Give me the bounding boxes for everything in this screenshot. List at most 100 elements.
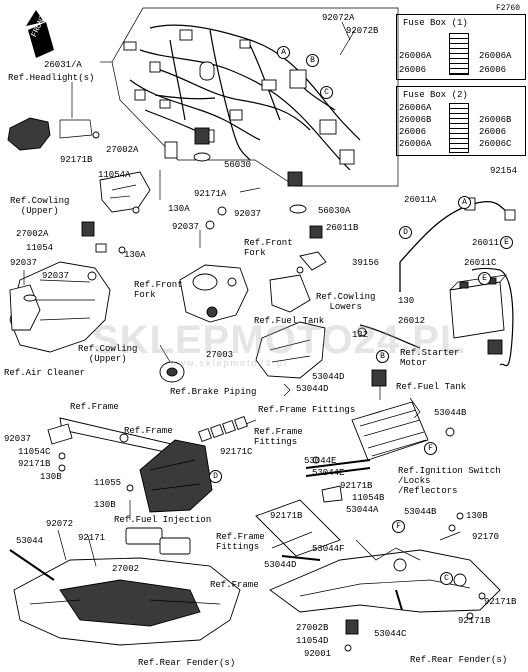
- label-11054-1: 11054: [26, 243, 54, 253]
- label-27003: 27003: [206, 350, 234, 360]
- label-92171: 92171: [78, 533, 106, 543]
- callout-f-2: F: [392, 520, 405, 533]
- label-53044D-3: 53044D: [264, 560, 297, 570]
- label-ref-cowling-upper-1: Ref.Cowling (Upper): [10, 196, 70, 216]
- fuse-box-2-left-1: 26006B: [399, 115, 432, 125]
- harness-connectors: [123, 29, 355, 165]
- label-92001: 92001: [304, 649, 332, 659]
- callout-b-2: B: [376, 350, 389, 363]
- label-ref-fuel-injection: Ref.Fuel Injection: [114, 515, 212, 525]
- label-53044: 53044: [16, 536, 44, 546]
- label-27002A-1: 27002A: [106, 145, 139, 155]
- label-92072B: 92072B: [346, 26, 379, 36]
- fuse-box-2-left-3: 26006A: [399, 139, 432, 149]
- connector-chain: [198, 416, 248, 442]
- front-fork-bracket: [179, 264, 249, 323]
- label-26011: 26011: [472, 238, 500, 248]
- label-92072A: 92072A: [322, 13, 355, 23]
- label-92171B-2: 92171B: [18, 459, 51, 469]
- label-92170: 92170: [472, 532, 500, 542]
- fuse-box-2-title: Fuse Box (2): [403, 90, 468, 100]
- label-130A-1: 130A: [168, 204, 190, 214]
- label-ref-starter-motor: Ref.Starter Motor: [400, 348, 460, 368]
- label-26012: 26012: [398, 316, 426, 326]
- label-ref-fuel-tank-1: Ref.Fuel Tank: [254, 316, 325, 326]
- label-ref-fuel-tank-2: Ref.Fuel Tank: [396, 382, 467, 392]
- label-132: 132: [352, 330, 369, 340]
- part-27002A-top: [164, 141, 178, 159]
- label-ref-rear-fender-1: Ref.Rear Fender(s): [138, 658, 236, 668]
- fuse-box-1-right-1: 26006: [479, 65, 507, 75]
- label-ref-air-cleaner: Ref.Air Cleaner: [4, 368, 86, 378]
- frame-fittings-rails: [351, 401, 429, 461]
- label-ref-cowling-upper-2: Ref.Cowling (Upper): [78, 344, 138, 364]
- label-92037-4: 92037: [42, 271, 70, 281]
- label-92171B-5: 92171B: [484, 597, 517, 607]
- callout-b: B: [306, 54, 319, 67]
- label-92037-1: 92037: [234, 209, 262, 219]
- label-56030: 56030: [224, 160, 252, 170]
- callout-e: E: [500, 236, 513, 249]
- watermark: SKLEPMOTO24.PL: [92, 318, 466, 362]
- fuse-box-2: Fuse Box (2) 26006A 26006B 26006 26006A …: [396, 86, 526, 156]
- label-11054D: 11054D: [296, 636, 329, 646]
- label-92171B-3: 92171B: [340, 481, 373, 491]
- label-26011A: 26011A: [404, 195, 437, 205]
- label-ref-front-fork-2: Ref.Front Fork: [134, 280, 183, 300]
- label-39156: 39156: [352, 258, 380, 268]
- fuse-box-2-right-1: 26006: [479, 127, 507, 137]
- label-53044E-2: 53044E: [312, 468, 345, 478]
- ecu-bracket: [139, 439, 213, 513]
- label-ref-front-fork-1: Ref.Front Fork: [244, 238, 293, 258]
- rear-frame: [269, 539, 501, 613]
- label-11054C: 11054C: [18, 447, 51, 457]
- rear-fender-tray: [13, 557, 241, 646]
- label-ref-frame-2: Ref.Frame: [124, 426, 173, 436]
- fuse-box-1-left-0: 26006A: [399, 51, 432, 61]
- label-92171B-4: 92171B: [270, 511, 303, 521]
- label-53044D-1: 53044D: [312, 372, 345, 382]
- label-92171C: 92171C: [220, 447, 253, 457]
- label-26011C: 26011C: [464, 258, 497, 268]
- label-92171B-6: 92171B: [458, 616, 491, 626]
- label-53044E-1: 53044E: [304, 456, 337, 466]
- label-92171B-1: 92171B: [60, 155, 93, 165]
- label-92171A: 92171A: [194, 189, 227, 199]
- callout-d: D: [399, 226, 412, 239]
- label-53044B-2: 53044B: [404, 507, 437, 517]
- label-53044C: 53044C: [374, 629, 407, 639]
- part-26011B: [309, 225, 323, 239]
- fuse-box-1: Fuse Box (1) 26006A 26006 26006A 26006: [396, 14, 526, 80]
- label-53044F: 53044F: [312, 544, 345, 554]
- relay-56030: [194, 127, 210, 145]
- front-arrow-icon: [26, 10, 54, 58]
- fuse-box-2-left-0: 26006A: [399, 103, 432, 113]
- label-ref-frame-fittings-3: Ref.Frame Fittings: [216, 532, 265, 552]
- protector-sheet: [255, 499, 341, 557]
- fuse-box-2-right-2: 26006C: [479, 139, 512, 149]
- label-130B-1: 130B: [40, 472, 62, 482]
- watermark-url: www.sklepmoto24.pl: [170, 358, 289, 368]
- air-cleaner-cover: [9, 261, 111, 353]
- figure-code: F2760: [496, 4, 521, 13]
- fuel-tank-bracket: [255, 321, 326, 379]
- label-53044B-1: 53044B: [434, 408, 467, 418]
- callout-c-2: C: [440, 572, 453, 585]
- label-ref-cowling-lowers: Ref.Cowling Lowers: [316, 292, 376, 312]
- label-53044A: 53044A: [346, 505, 379, 515]
- label-130A-2: 130A: [124, 250, 146, 260]
- headlight-bracket: [7, 117, 100, 151]
- label-26011B: 26011B: [326, 223, 359, 233]
- label-92037-3: 92037: [10, 258, 38, 268]
- label-27002: 27002: [112, 564, 140, 574]
- callout-e-2: E: [478, 272, 491, 285]
- fuse-box-1-title: Fuse Box (1): [403, 18, 468, 28]
- label-11054B: 11054B: [352, 493, 385, 503]
- callout-f: F: [424, 442, 437, 455]
- label-ref-headlight: Ref.Headlight(s): [8, 73, 95, 83]
- label-ref-frame-1: Ref.Frame: [70, 402, 119, 412]
- label-11054A-1: 11054A: [98, 170, 131, 180]
- label-130B-2: 130B: [94, 500, 116, 510]
- label-ref-rear-fender-2: Ref.Rear Fender(s): [410, 655, 508, 665]
